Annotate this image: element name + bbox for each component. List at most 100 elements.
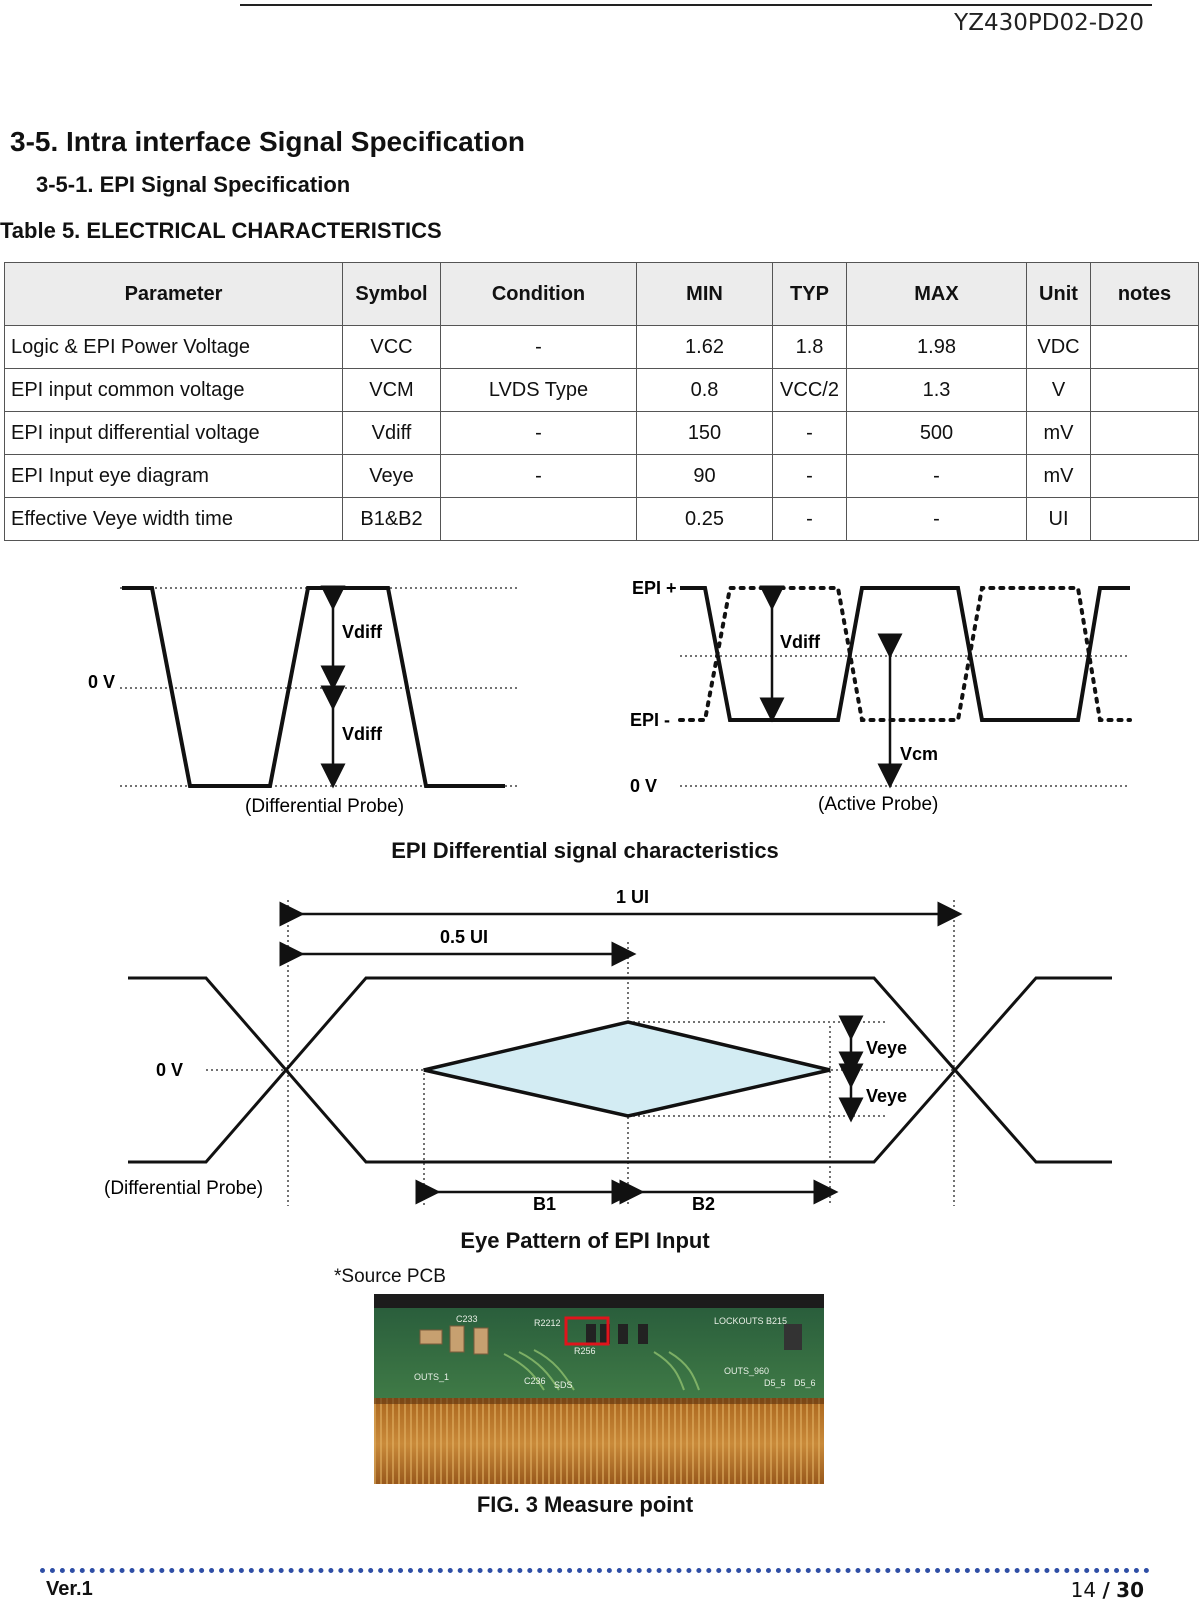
silk-label: D5_6 [794,1378,816,1388]
column-header: Condition [440,262,637,326]
table-header-row: Parameter Symbol Condition MIN TYP MAX U… [4,262,1199,326]
differential-probe-label: (Differential Probe) [104,1178,263,1199]
column-header: MAX [846,262,1027,326]
cell-typ: - [772,411,847,455]
eye-opening-diamond [423,1020,831,1118]
table-row: Effective Veye width time B1&B2 0.25 - -… [4,497,1199,541]
version-label: Ver.1 [46,1578,93,1600]
cell-unit: mV [1026,454,1091,498]
column-header: Parameter [4,262,343,326]
table-caption: Table 5. ELECTRICAL CHARACTERISTICS [0,218,442,243]
silk-label: D5_5 [764,1378,786,1388]
silk-label: LOCKOUTS [714,1316,764,1326]
cell-max: 500 [846,411,1027,455]
epi-differential-caption: EPI Differential signal characteristics [391,838,779,863]
cell-symbol: Veye [342,454,441,498]
flex-cable [374,1398,824,1484]
differential-waveform [122,586,505,788]
table-row: EPI Input eye diagram Veye - 90 - - mV [4,454,1199,498]
silk-label: OUTS_1 [414,1372,449,1382]
cell-symbol: Vdiff [342,411,441,455]
epi-plus-waveform [680,586,1130,722]
eye-lower-trace [128,976,1112,1164]
silk-label: R2212 [534,1318,561,1328]
source-pcb-label: *Source PCB [334,1266,446,1287]
cell-parameter: EPI input differential voltage [4,411,343,455]
cell-max: - [846,454,1027,498]
cell-typ: - [772,497,847,541]
source-pcb-photo: C233 R256 R2212 OUTS_1 C236 SDS LOCKOUTS… [374,1294,824,1484]
header-rule [240,4,1152,6]
table-row: EPI input common voltage VCM LVDS Type 0… [4,368,1199,412]
cell-symbol: VCC [342,325,441,369]
eye-pattern-diagram: 1 UI 0.5 UI Veye Veye 0 V (Differential … [104,887,1112,1214]
silk-label: R256 [574,1346,596,1356]
current-page: 14 [1070,1578,1097,1602]
cell-typ: VCC/2 [772,368,847,412]
half-ui-label: 0.5 UI [440,927,488,947]
column-header: Unit [1026,262,1091,326]
page-separator: / [1102,1578,1110,1602]
eye-upper-trace [128,976,1112,1164]
column-header: Symbol [342,262,441,326]
cell-unit: VDC [1026,325,1091,369]
measure-point-caption: FIG. 3 Measure point [476,1492,694,1517]
cell-notes [1090,411,1199,455]
differential-probe-label: (Differential Probe) [245,796,404,817]
table-row: EPI input differential voltage Vdiff - 1… [4,411,1199,455]
b2-label: B2 [692,1194,715,1214]
cell-min: 0.8 [636,368,773,412]
vdiff-label: Vdiff [780,632,821,652]
differential-probe-diagram: Vdiff Vdiff 0 V (Differential Probe) [88,585,520,817]
cell-unit: mV [1026,411,1091,455]
cell-typ: - [772,454,847,498]
veye-lower-label: Veye [866,1086,907,1106]
silk-label: C233 [456,1314,478,1324]
vdiff-upper-label: Vdiff [342,622,383,642]
veye-upper-label: Veye [866,1038,907,1058]
footer-dotted-rule [40,1568,1150,1573]
cell-condition: - [440,325,637,369]
cell-typ: 1.8 [772,325,847,369]
cell-unit: V [1026,368,1091,412]
silk-label: SDS [554,1380,573,1390]
total-pages: 30 [1116,1578,1144,1602]
table-row: Logic & EPI Power Voltage VCC - 1.62 1.8… [4,325,1199,369]
active-probe-diagram: EPI + EPI - Vdiff Vcm 0 V (Active Probe) [630,578,1132,815]
column-header: TYP [772,262,847,326]
cell-parameter: Logic & EPI Power Voltage [4,325,343,369]
epi-plus-label: EPI + [632,578,677,598]
cell-max: 1.98 [846,325,1027,369]
cell-condition: - [440,411,637,455]
subsection-title: 3-5-1. EPI Signal Specification [36,172,351,197]
measure-point-marker [564,1316,610,1346]
cell-symbol: VCM [342,368,441,412]
zero-volt-label: 0 V [630,776,657,796]
cell-min: 0.25 [636,497,773,541]
cell-parameter: EPI input common voltage [4,368,343,412]
cell-symbol: B1&B2 [342,497,441,541]
cell-unit: UI [1026,497,1091,541]
epi-minus-waveform [678,586,1132,722]
one-ui-label: 1 UI [616,887,649,907]
cell-min: 90 [636,454,773,498]
section-title: 3-5. Intra interface Signal Specificatio… [10,126,526,157]
cell-condition: - [440,454,637,498]
vdiff-lower-label: Vdiff [342,724,383,744]
silk-label: B215 [766,1316,787,1326]
cell-parameter: EPI Input eye diagram [4,454,343,498]
cell-notes [1090,368,1199,412]
column-header: MIN [636,262,773,326]
cell-condition: LVDS Type [440,368,637,412]
epi-minus-label: EPI - [630,710,670,730]
cell-condition [440,497,637,541]
eye-pattern-caption: Eye Pattern of EPI Input [460,1228,710,1253]
page-number: 14 / 30 [1071,1578,1144,1602]
electrical-characteristics-table: Parameter Symbol Condition MIN TYP MAX U… [4,262,1199,541]
document-id: YZ430PD02-D20 [954,10,1144,36]
zero-volt-label: 0 V [88,672,115,692]
cell-min: 150 [636,411,773,455]
vcm-label: Vcm [900,744,938,764]
pcb-board [374,1308,824,1398]
active-probe-label: (Active Probe) [818,794,938,815]
